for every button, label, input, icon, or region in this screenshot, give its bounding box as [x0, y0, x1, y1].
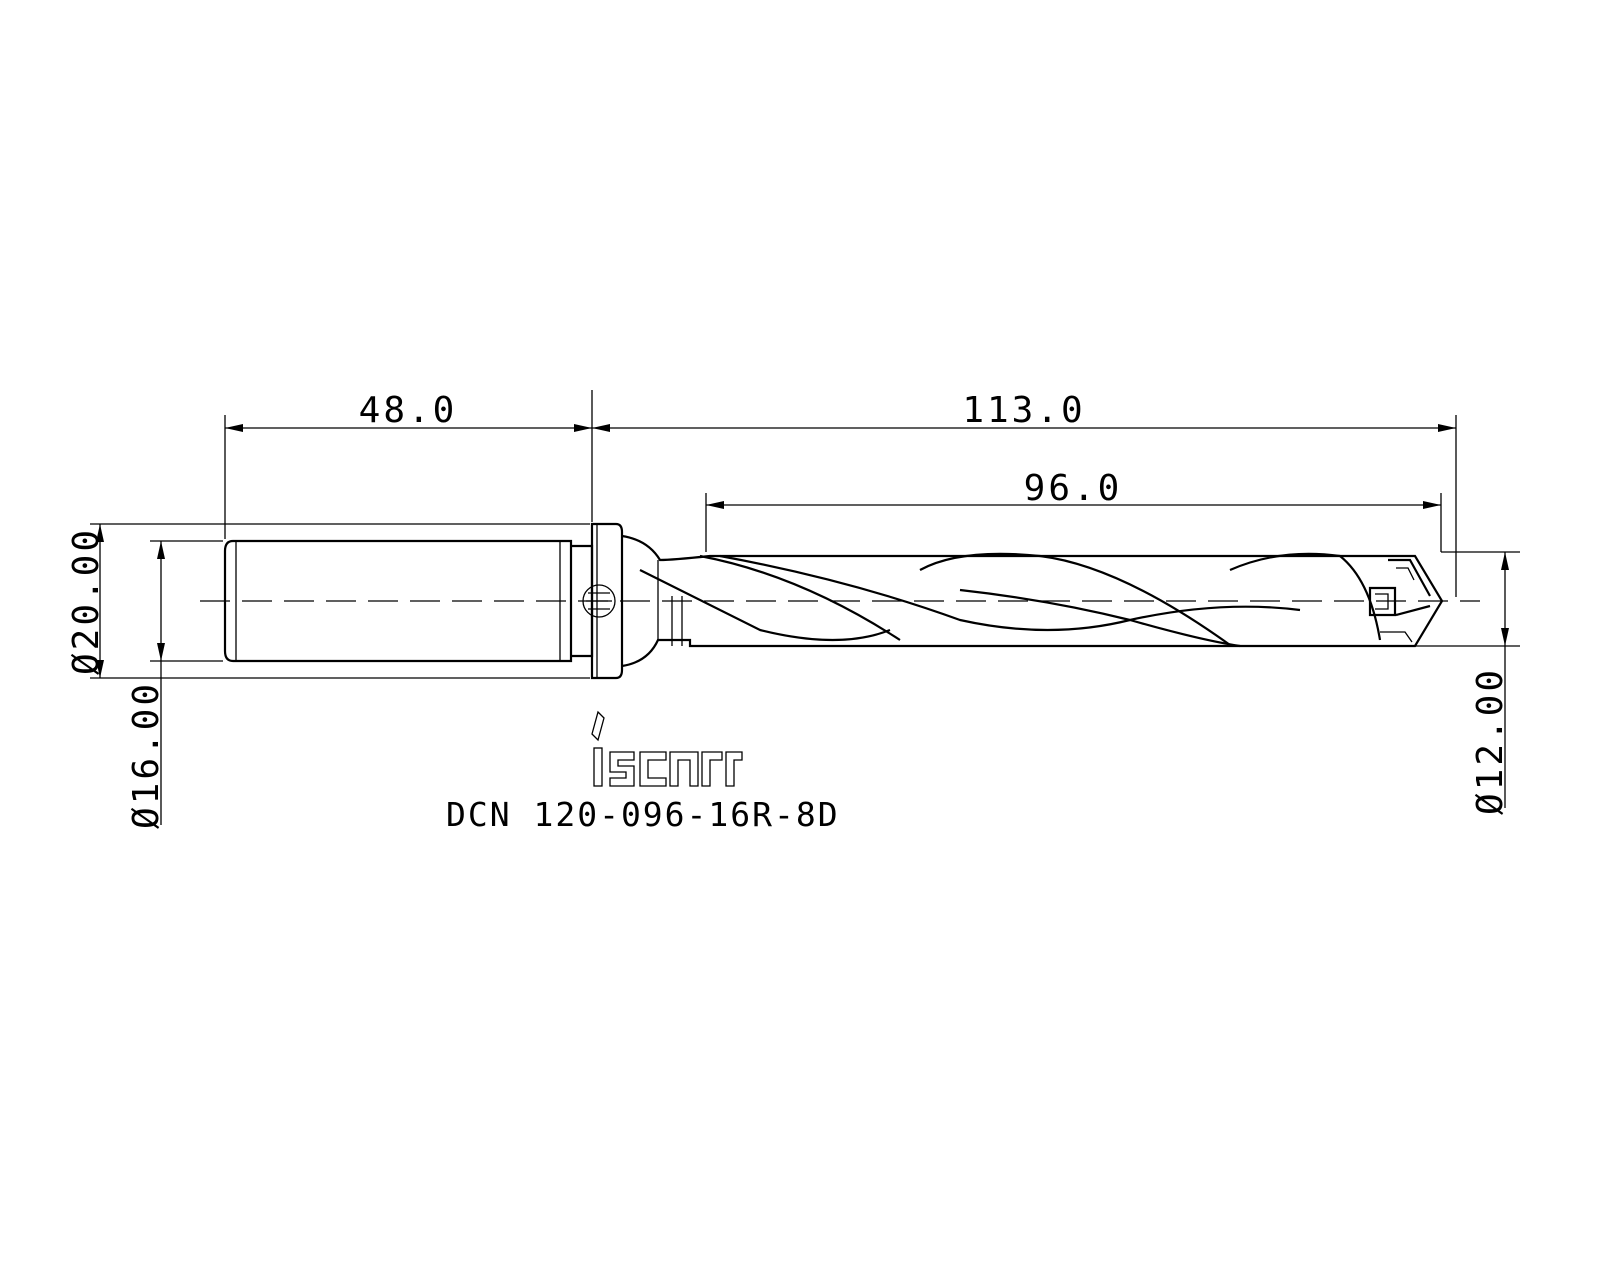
flange [582, 522, 624, 680]
dim-flute-length [706, 501, 1441, 509]
coolant-hole [582, 584, 616, 618]
drill-body [621, 534, 1388, 668]
dim-shank-length [225, 424, 592, 432]
extension-lines [90, 390, 1520, 679]
overall-length-label: 113.0 [962, 390, 1085, 431]
dim-flange-diameter [96, 524, 104, 678]
flange-diameter-label: Ø20.00 [66, 527, 107, 675]
dim-shank-diameter [157, 541, 165, 825]
shank-length-label: 48.0 [359, 390, 458, 431]
dim-overall-length [592, 424, 1456, 432]
part-number: DCN 120-096-16R-8D [446, 795, 840, 834]
dim-drill-diameter [1501, 552, 1509, 808]
iscar-logo [591, 710, 743, 787]
shank-diameter-label: Ø16.00 [126, 681, 167, 829]
flute-length-label: 96.0 [1024, 468, 1123, 509]
drill-diameter-label: Ø12.00 [1470, 667, 1511, 815]
